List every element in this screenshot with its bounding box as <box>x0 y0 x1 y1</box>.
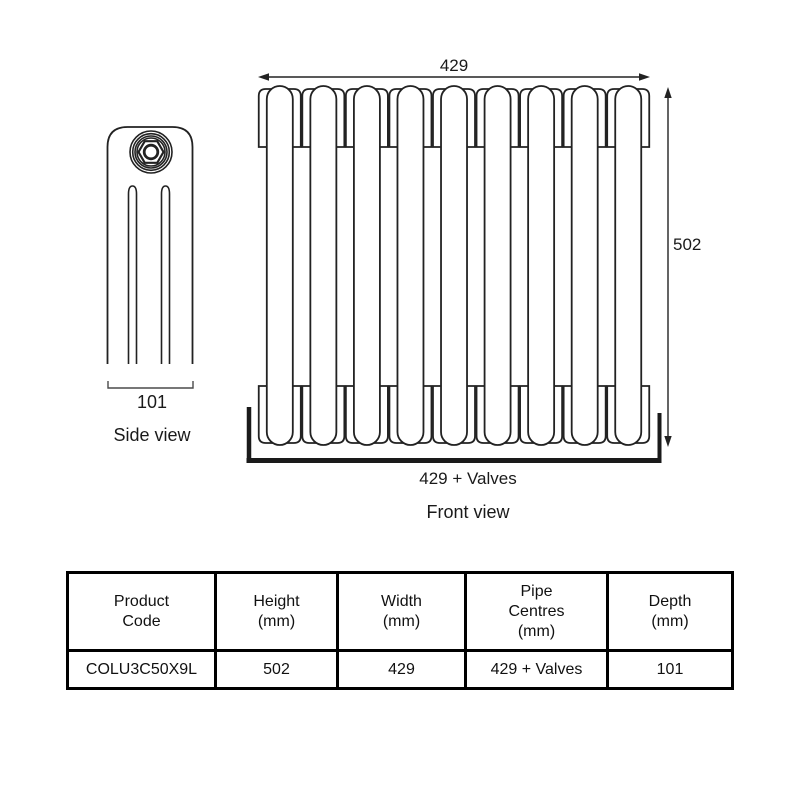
header-width: Width (mm) <box>336 571 467 652</box>
radiator-section <box>388 85 433 446</box>
radiator-section <box>257 85 302 446</box>
radiator-section <box>562 85 607 446</box>
spec-table: Product Code Height (mm) Width (mm) Pipe… <box>66 571 734 690</box>
cell-depth: 101 <box>606 649 734 690</box>
header-height: Height (mm) <box>214 571 339 652</box>
height-dimension: 502 <box>664 87 701 447</box>
spec-table-data-row: COLU3C50X9L 502 429 429 + Valves 101 <box>66 649 734 690</box>
radiator-sections <box>257 85 651 446</box>
front-view-drawing: 429 502 429 + Valves Front view <box>246 56 701 522</box>
pipe-centres-dimension-label: 429 + Valves <box>419 469 517 488</box>
width-dimension: 429 <box>258 56 650 81</box>
cell-width: 429 <box>336 649 467 690</box>
depth-dimension-label: 101 <box>137 392 167 412</box>
radiator-section <box>606 85 651 446</box>
header-depth: Depth (mm) <box>606 571 734 652</box>
valve-cap-icon <box>129 130 173 174</box>
width-dimension-label: 429 <box>440 56 468 75</box>
radiator-diagram: 101 Side view 429 502 <box>106 56 701 522</box>
height-dimension-label: 502 <box>673 235 701 254</box>
hex-nut-icon <box>137 140 165 164</box>
cell-height: 502 <box>214 649 339 690</box>
front-view-title: Front view <box>426 502 510 522</box>
depth-dimension-bracket <box>107 381 194 389</box>
spec-table-header-row: Product Code Height (mm) Width (mm) Pipe… <box>66 571 734 652</box>
radiator-section <box>475 85 520 446</box>
radiator-section <box>301 85 346 446</box>
pipe-centres-bracket: 429 + Valves <box>246 407 662 488</box>
radiator-section <box>432 85 476 446</box>
cell-product-code: COLU3C50X9L <box>66 649 217 690</box>
radiator-section <box>519 85 564 446</box>
side-slot-right <box>160 185 171 364</box>
side-view-drawing: 101 Side view <box>106 126 194 445</box>
radiator-section <box>344 85 389 446</box>
header-pipe-centres: Pipe Centres (mm) <box>464 571 609 652</box>
cell-pipe-centres: 429 + Valves <box>464 649 609 690</box>
side-view-title: Side view <box>113 425 191 445</box>
header-product-code: Product Code <box>66 571 217 652</box>
side-slot-left <box>127 185 138 364</box>
